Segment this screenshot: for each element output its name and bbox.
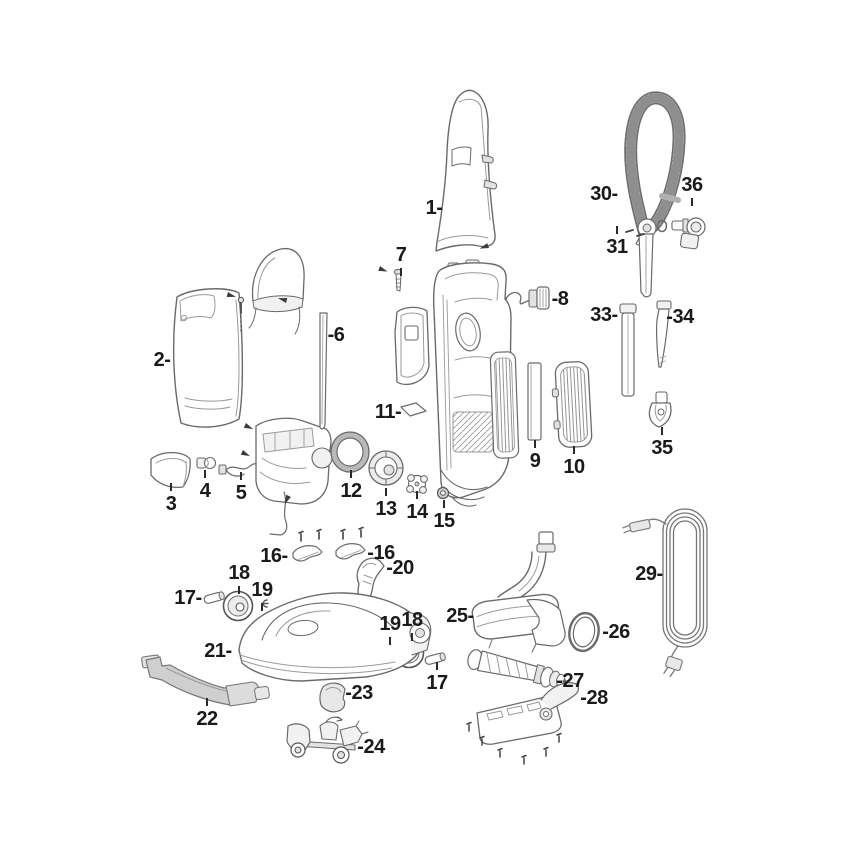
part-5-wiring-harness	[218, 417, 333, 536]
part-28-base-plate	[466, 682, 579, 765]
part-29-power-cord	[622, 508, 708, 678]
part-3-carry-handle	[150, 451, 191, 489]
part-30-hose-and-wand	[624, 91, 686, 298]
part-12-seal-ring	[330, 431, 370, 473]
part-16-handle-mounts	[292, 526, 366, 562]
part-23-cord-guard	[319, 682, 346, 713]
part-17-axle-pin-right	[424, 652, 446, 665]
part-11-filter-pad	[400, 402, 427, 417]
part-19-wheel-clip-left	[262, 599, 269, 608]
part-body-housing	[432, 243, 520, 507]
part-top-hood	[226, 247, 305, 335]
part-36-hose-elbow-fitting	[656, 217, 706, 250]
part-9-flat-filter	[527, 362, 542, 441]
part-27-brush-roll	[467, 649, 567, 688]
part-7-handle-screw	[378, 266, 403, 292]
part-13-motor-assembly	[368, 450, 404, 486]
part-15-motor-nut	[436, 486, 450, 500]
part-24-wheel-carriage	[286, 716, 369, 764]
part-17-axle-pin-left	[203, 591, 225, 604]
part-31-hose-screws	[625, 229, 645, 237]
part-6-pivot-rod	[319, 312, 328, 430]
part-14-fan	[406, 474, 428, 494]
part-1-upper-handle	[435, 89, 498, 252]
part-25-nozzle-elbow	[471, 531, 566, 653]
part-18-rear-wheel-left	[222, 590, 254, 622]
part-21-base-hood	[238, 592, 432, 682]
part-4-headlight-bulb	[196, 456, 217, 470]
part-35-dusting-brush	[648, 391, 672, 428]
part-bag-plate	[394, 306, 430, 386]
part-26-belt	[568, 611, 600, 653]
part-8-cord-connector	[504, 286, 550, 310]
part-34-crevice-tool	[656, 300, 672, 368]
part-22-handle-bracket	[141, 654, 270, 707]
part-10-exhaust-filter-grille	[551, 361, 593, 448]
part-2-bag-door	[172, 288, 245, 428]
part-33-extension-wand	[619, 303, 637, 397]
